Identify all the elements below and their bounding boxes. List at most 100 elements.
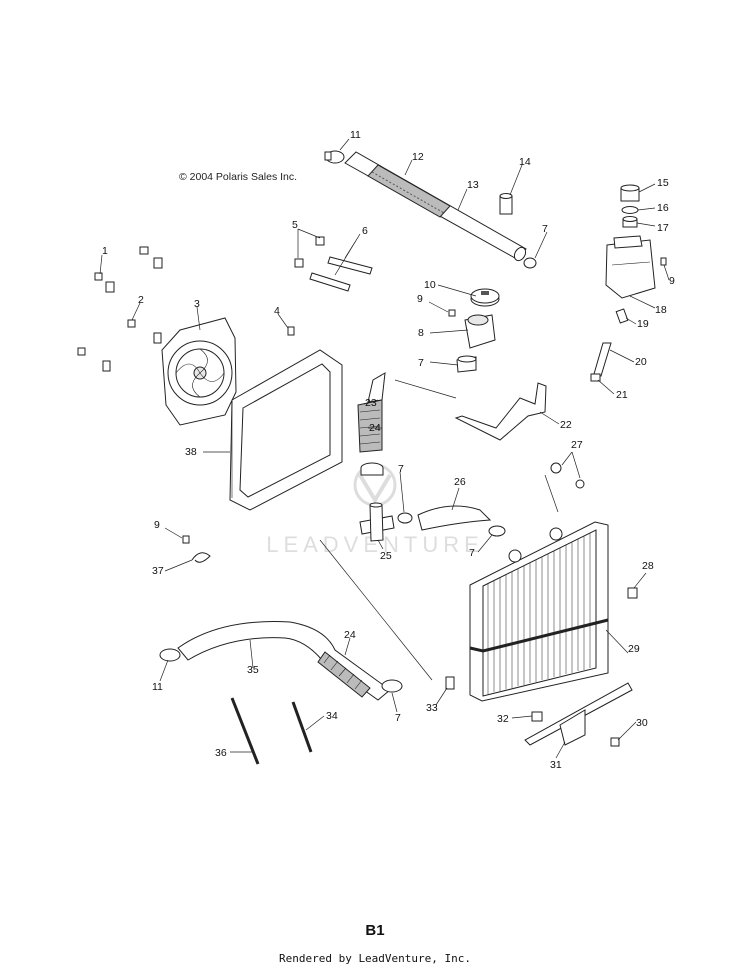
upper-radiator-hose-13 [344, 151, 527, 262]
screw-9-left [182, 535, 190, 544]
callout-10: 10 [424, 279, 436, 291]
callout-23: 23 [365, 397, 377, 409]
copyright-text: © 2004 Polaris Sales Inc. [179, 171, 298, 183]
hose-clamp-7-c [360, 462, 384, 476]
callout-7: 7 [418, 357, 424, 369]
callout-24: 24 [369, 422, 381, 434]
clamp-21 [590, 373, 601, 382]
callout-5: 5 [292, 219, 298, 231]
callout-21: 21 [616, 389, 628, 401]
screw-9-center [448, 309, 456, 317]
bolt-28 [627, 587, 638, 599]
hose-clamp-7-d [397, 512, 413, 524]
callout-15: 15 [657, 177, 669, 189]
callout-12: 12 [412, 151, 424, 163]
callout-28: 28 [642, 560, 654, 572]
callout-36: 36 [215, 747, 227, 759]
nut-32 [531, 711, 543, 722]
overflow-hose-20 [593, 342, 612, 377]
hose-23 [357, 372, 386, 453]
screw-33 [445, 676, 455, 690]
gasket-16 [621, 206, 639, 214]
callout-3: 3 [194, 298, 200, 310]
nut-5-a [315, 236, 325, 246]
hose-clamp-7-f [381, 679, 403, 693]
cable-tie-34 [291, 701, 313, 753]
hose-clamp-11-bottom [159, 648, 181, 662]
bracket-31 [524, 682, 633, 746]
callout-27: 27 [571, 439, 583, 451]
footer-text: Rendered by LeadVenture, Inc. [278, 952, 472, 965]
callout-30: 30 [636, 717, 648, 729]
callout-14: 14 [519, 156, 531, 168]
filler-neck-8 [464, 314, 496, 349]
coolant-hose-26 [417, 505, 492, 531]
callout-22: 22 [560, 419, 572, 431]
callouts: 11 12 13 14 7 15 16 17 9 18 19 20 21 22 … [99, 129, 675, 771]
bolt-30 [610, 737, 620, 747]
callout-19: 19 [637, 318, 649, 330]
hose-clamp-7-b [523, 257, 537, 269]
grommets-6 [309, 256, 373, 292]
callout-7: 7 [398, 463, 404, 475]
leader-line-25 [319, 539, 433, 681]
callout-9: 9 [669, 275, 675, 287]
callout-7: 7 [469, 547, 475, 559]
nut-5-b [294, 258, 304, 268]
cooling-fan-3 [161, 317, 237, 426]
callout-26: 26 [454, 476, 466, 488]
radiator-29 [469, 521, 609, 702]
callout-11: 11 [350, 129, 361, 141]
callout-20: 20 [635, 356, 647, 368]
screw-1 [94, 246, 163, 293]
coolant-reservoir-18 [605, 235, 656, 299]
hose-clamp-7-a [456, 355, 477, 373]
callout-13: 13 [467, 179, 479, 191]
nut-27 [550, 462, 562, 474]
callout-17: 17 [657, 222, 669, 234]
hose-clamp-11-top [324, 150, 345, 164]
lower-radiator-hose-35 [177, 621, 391, 701]
callout-2: 2 [138, 294, 144, 306]
callout-29: 29 [628, 643, 640, 655]
fitting-19 [615, 308, 629, 324]
leader-line [394, 379, 457, 399]
callout-11: 11 [152, 681, 163, 693]
screw-9-right [660, 257, 667, 266]
callout-31: 31 [550, 759, 562, 771]
callout-37: 37 [152, 565, 164, 577]
callout-35: 35 [247, 664, 259, 676]
callout-25: 25 [380, 550, 392, 562]
callout-4: 4 [274, 305, 280, 317]
washer-27 [575, 479, 585, 489]
callout-7: 7 [395, 712, 401, 724]
page-label: B1 [365, 922, 385, 939]
cable-tie-36 [230, 697, 260, 765]
callout-32: 32 [497, 713, 509, 725]
screw-2 [77, 319, 162, 372]
screw-4 [287, 326, 295, 336]
tee-fitting-25 [359, 502, 395, 542]
callout-9: 9 [154, 519, 160, 531]
reservoir-cap-15 [620, 184, 640, 202]
callout-7: 7 [542, 223, 548, 235]
radiator-cap-10 [470, 288, 500, 307]
callout-33: 33 [426, 702, 438, 714]
adapter-17 [622, 216, 638, 228]
callout-38: 38 [185, 446, 197, 458]
clip-37 [191, 552, 211, 563]
callout-1: 1 [102, 245, 108, 257]
callout-8: 8 [418, 327, 424, 339]
mounting-bracket-22 [454, 382, 547, 441]
callout-34: 34 [326, 710, 338, 722]
leader-line-27 [544, 474, 559, 513]
callout-18: 18 [655, 304, 667, 316]
callout-9: 9 [417, 293, 423, 305]
fan-shroud-38 [229, 349, 343, 511]
callout-6: 6 [362, 225, 368, 237]
callout-24: 24 [344, 629, 356, 641]
hose-clamp-7-e [488, 525, 506, 537]
sensor-14 [499, 193, 513, 215]
callout-16: 16 [657, 202, 669, 214]
